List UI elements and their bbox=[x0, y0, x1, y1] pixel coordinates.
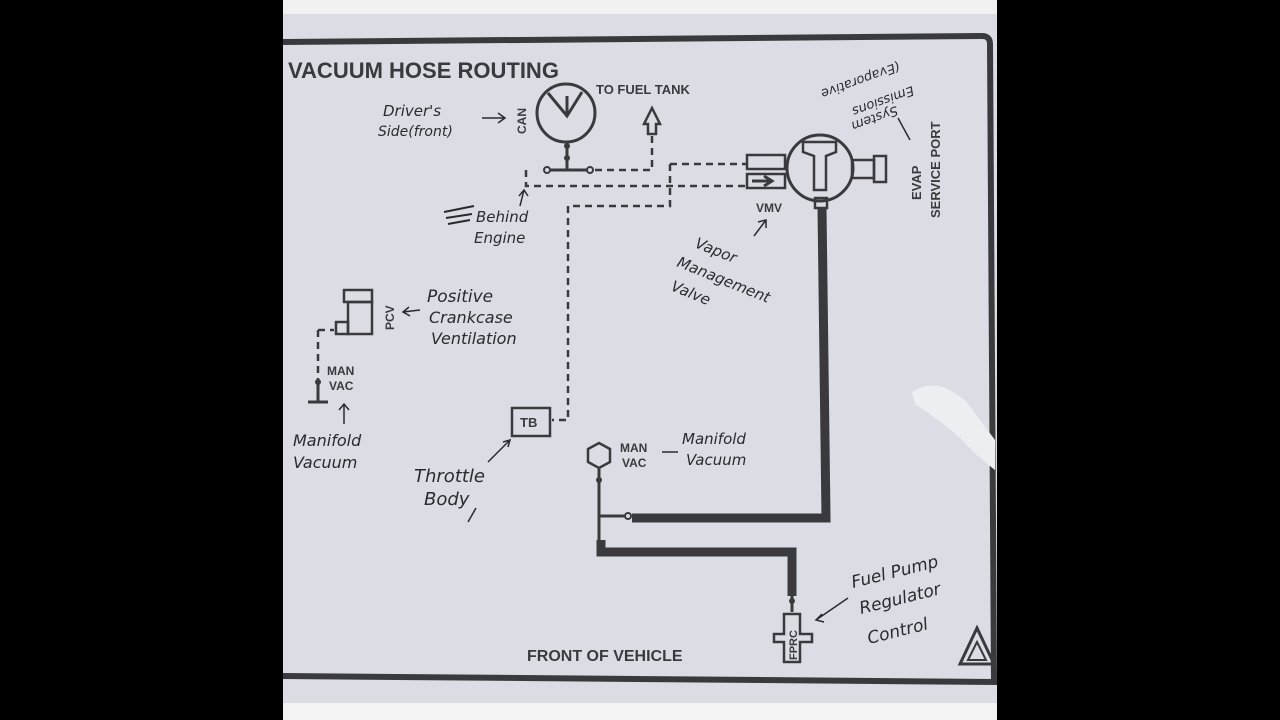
note-scribble bbox=[443, 205, 475, 225]
note-evap-line bbox=[897, 117, 911, 141]
note-arrow-behind-engine bbox=[518, 188, 529, 207]
tb-label: TB bbox=[520, 415, 537, 430]
man-vac-right-line2: VAC bbox=[622, 456, 647, 470]
throttle-body-box bbox=[510, 406, 552, 438]
note-arrow-drivers-side bbox=[482, 112, 507, 124]
note-manifold-left-2: Vacuum bbox=[293, 453, 357, 472]
note-arrow-pcv bbox=[401, 306, 421, 317]
note-throttle-tick bbox=[467, 507, 477, 523]
man-vac-left-line2: VAC bbox=[329, 379, 354, 393]
vapor-management-valve bbox=[745, 133, 888, 210]
note-behind-engine-2: Engine bbox=[474, 229, 525, 247]
manifold-vacuum-port-right bbox=[586, 441, 632, 540]
note-pcv-1: Positive bbox=[427, 287, 493, 307]
note-arrow-throttle bbox=[487, 438, 512, 463]
note-throttle-2: Body bbox=[424, 489, 470, 510]
pcv-valve bbox=[334, 288, 374, 336]
fuel-pump-regulator-control bbox=[772, 596, 814, 664]
can-label: CAN bbox=[515, 108, 529, 134]
note-pcv-3: Ventilation bbox=[431, 329, 517, 348]
note-arrow-vmv bbox=[753, 219, 767, 237]
pcv-label: PCV bbox=[383, 305, 397, 330]
dashed-hoses bbox=[316, 136, 746, 422]
note-fuel-pump-3: Control bbox=[865, 614, 930, 648]
border-frame bbox=[282, 32, 998, 686]
note-throttle-1: Throttle bbox=[414, 466, 485, 487]
front-of-vehicle-label: FRONT OF VEHICLE bbox=[527, 648, 683, 665]
note-manifold-right-2: Vacuum bbox=[686, 451, 746, 469]
note-pcv-2: Crankcase bbox=[429, 308, 513, 327]
man-vac-left-line1: MAN bbox=[327, 364, 354, 378]
note-behind-engine-1: Behind bbox=[476, 208, 529, 226]
solid-hoses bbox=[596, 207, 831, 596]
note-drivers-side-2: Side(front) bbox=[378, 124, 453, 140]
manifold-vacuum-port-left bbox=[308, 379, 328, 404]
note-arrow-manifold-left bbox=[338, 402, 350, 424]
fuel-tank-arrow-icon bbox=[641, 105, 663, 136]
paper-sheet bbox=[283, 0, 997, 720]
service-port-label: SERVICE PORT bbox=[928, 121, 943, 218]
note-drivers-side-1: Driver's bbox=[383, 102, 441, 120]
note-arrow-fprc bbox=[814, 597, 849, 623]
paper-scuff-mark bbox=[912, 385, 995, 470]
fprc-label: FPRC bbox=[788, 630, 800, 660]
diagram-title: VACUUM HOSE ROUTING bbox=[288, 58, 559, 83]
man-vac-right-line1: MAN bbox=[620, 441, 647, 455]
paper-top-edge bbox=[283, 0, 997, 14]
evap-label: EVAP bbox=[909, 165, 924, 200]
note-manifold-right-1: Manifold bbox=[682, 430, 746, 448]
charcoal-canister bbox=[535, 82, 597, 174]
note-manifold-left-1: Manifold bbox=[293, 431, 362, 450]
vmv-label: VMV bbox=[756, 201, 782, 215]
triangle-logo-icon bbox=[957, 624, 997, 666]
paper-bottom-edge bbox=[283, 703, 997, 720]
to-fuel-tank-label: TO FUEL TANK bbox=[596, 82, 691, 97]
